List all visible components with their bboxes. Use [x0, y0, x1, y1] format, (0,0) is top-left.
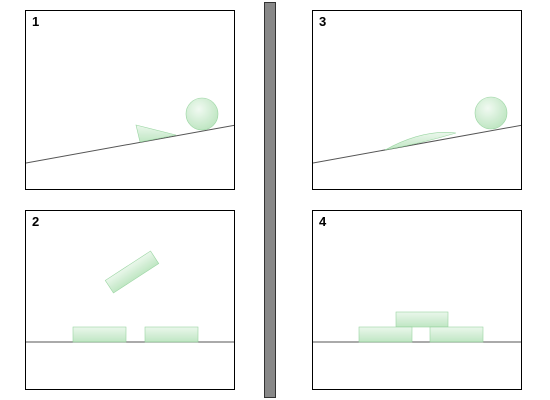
panel-3-drawing	[313, 96, 521, 164]
block-right	[144, 326, 199, 343]
wedge	[135, 124, 177, 143]
vertical-divider	[264, 2, 276, 398]
panel-4: 4	[312, 210, 522, 390]
panel-4-drawing	[313, 311, 521, 343]
panel-label-4: 4	[319, 214, 327, 229]
panel-1-drawing	[26, 97, 234, 164]
panel-1: 1	[25, 10, 235, 190]
block-left	[358, 326, 413, 343]
panel-label-1: 1	[32, 14, 40, 29]
block-left	[72, 326, 127, 343]
panel-label-2: 2	[32, 214, 40, 229]
slope-line	[313, 124, 521, 164]
slope-line	[26, 124, 234, 164]
block-right	[429, 326, 484, 343]
ball	[474, 96, 508, 130]
block-top	[395, 311, 449, 328]
panel-2: 2	[25, 210, 235, 390]
panel-2-drawing	[26, 250, 234, 343]
flattened-lens	[384, 132, 457, 151]
block-falling	[104, 250, 160, 294]
panel-3: 3	[312, 10, 522, 190]
ball	[185, 97, 219, 131]
panel-label-3: 3	[319, 14, 327, 29]
